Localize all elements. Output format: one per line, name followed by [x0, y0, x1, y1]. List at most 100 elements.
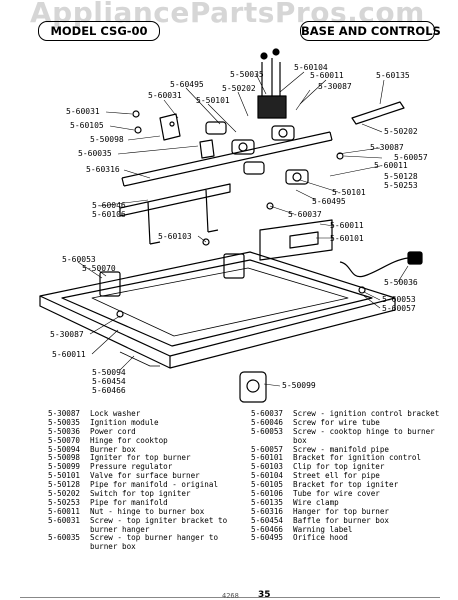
- screw-drawings: [116, 110, 366, 318]
- cooktop-hinge-drawing: [99, 253, 245, 297]
- pressure-regulator-drawing: [239, 371, 267, 403]
- part-description: Switch for top igniter: [90, 489, 191, 499]
- section-title: BASE AND CONTROLS: [300, 21, 441, 41]
- part-number: 5-30087: [48, 409, 81, 418]
- part-description: burner hanger: [90, 524, 150, 534]
- callout-label: 5-60495: [170, 80, 204, 89]
- igniter-bracket-drawing: [159, 113, 215, 159]
- part-number: 5-50035: [48, 417, 81, 427]
- part-number: 5-60103: [251, 462, 284, 472]
- part-number: 5-50101: [48, 471, 81, 481]
- callout-label: 5-60046: [92, 201, 126, 210]
- part-description: Screw - top igniter bracket to: [90, 515, 228, 525]
- part-description: Hinge for cooktop: [90, 435, 168, 445]
- part-number: 5-60466: [251, 524, 284, 534]
- callout-label: 5-60031: [66, 107, 100, 116]
- part-description: Warning label: [293, 524, 353, 534]
- part-number: 5-50094: [48, 444, 81, 454]
- page-number: 35: [258, 590, 271, 600]
- part-description: Nut - hinge to burner box: [90, 506, 205, 516]
- part-description: Ignition module: [90, 417, 159, 427]
- valve-drawings: [205, 121, 309, 185]
- part-description: Screw - cooktop hinge to burner: [293, 426, 435, 436]
- part-number: 5-60105: [251, 480, 284, 490]
- part-number: 5-50098: [48, 453, 81, 463]
- callout-label: 5-50099: [282, 381, 316, 390]
- part-number: 5-50070: [48, 435, 81, 445]
- callout-label: 5-50128: [384, 172, 418, 181]
- callout-label: 5-50253: [384, 181, 418, 190]
- part-description: Screw for wire tube: [293, 417, 380, 427]
- callout-label: 5-60035: [78, 149, 112, 158]
- callout-label: 5-60053: [62, 255, 96, 264]
- part-description: Wire clamp: [293, 497, 339, 507]
- callout-label: 5-60037: [288, 210, 322, 219]
- part-description: Burner box: [90, 444, 136, 454]
- part-number: 5-60035: [48, 533, 81, 543]
- callout-label: 5-50101: [196, 96, 230, 105]
- part-number: 5-60104: [251, 471, 284, 481]
- part-number: 5-60011: [48, 506, 81, 516]
- part-description: Power cord: [90, 426, 136, 436]
- part-description: Hanger for top burner: [293, 506, 390, 516]
- callout-label: 5-60011: [374, 161, 408, 170]
- callout-label: 5-60057: [394, 153, 428, 162]
- callout-label: 5-60031: [148, 91, 182, 100]
- footer-code: 4268: [222, 592, 239, 600]
- part-description: Pipe for manifold - original: [90, 480, 219, 490]
- callout-label: 5-50202: [384, 127, 418, 136]
- part-description: Pipe for manifold: [90, 497, 168, 507]
- callout-label: 5-60466: [92, 386, 126, 395]
- part-description: Bracket for top igniter: [293, 480, 399, 490]
- power-cord-drawing: [339, 251, 423, 278]
- callout-label: 5-30087: [50, 330, 84, 339]
- part-description: Baffle for burner box: [293, 515, 390, 525]
- part-description: Lock washer: [90, 409, 141, 418]
- part-number: 5-50253: [48, 497, 81, 507]
- part-number: 5-60037: [251, 409, 284, 418]
- callout-label: 5-60011: [330, 221, 364, 230]
- part-description: Screw - manifold pipe: [293, 444, 390, 454]
- part-description: Tube for wire cover: [293, 489, 380, 499]
- part-description: Igniter for top burner: [90, 453, 191, 463]
- part-number: 5-60106: [251, 489, 284, 499]
- part-description: burner box: [90, 542, 136, 552]
- callout-label: 5-60104: [294, 63, 328, 72]
- callout-label: 5-60105: [70, 121, 104, 130]
- burner-box-drawing: [39, 251, 396, 369]
- callout-label: 5-50098: [90, 135, 124, 144]
- part-number: 5-50036: [48, 426, 81, 436]
- footer-rule: [20, 597, 440, 598]
- part-number: 5-50202: [48, 489, 81, 499]
- part-number: 5-60046: [251, 417, 284, 427]
- ignition-bracket-drawing: [259, 219, 333, 261]
- part-number: 5-50099: [48, 462, 81, 472]
- callout-label: 5-60316: [86, 165, 120, 174]
- callout-label: 5-60057: [382, 304, 416, 313]
- part-description: Valve for surface burner: [90, 471, 200, 481]
- part-number: 5-60101: [251, 453, 284, 463]
- callout-label: 5-30087: [370, 143, 404, 152]
- callout-label: 5-60011: [310, 71, 344, 80]
- callout-label: 5-50094: [92, 368, 126, 377]
- part-description: box: [293, 435, 307, 445]
- part-description: Bracket for ignition control: [293, 453, 422, 463]
- callout-label: 5-30087: [318, 82, 352, 91]
- part-number: 5-60031: [48, 515, 81, 525]
- part-number: 5-60135: [251, 497, 284, 507]
- part-description: Orifice hood: [293, 533, 348, 543]
- ignition-module-drawing: [257, 48, 287, 119]
- callout-label: 5-50070: [82, 264, 116, 273]
- callout-label: 5-60101: [330, 234, 364, 243]
- callout-label: 5-50202: [222, 84, 256, 93]
- part-number: 5-60454: [251, 515, 284, 525]
- part-number: 5-50128: [48, 480, 81, 490]
- callout-label: 5-50036: [384, 278, 418, 287]
- model-label: MODEL CSG-00: [38, 21, 160, 41]
- callout-label: 5-60011: [52, 350, 86, 359]
- callout-label: 5-60495: [312, 197, 346, 206]
- part-description: Screw - top burner hanger to: [90, 533, 219, 543]
- part-description: Clip for top igniter: [293, 462, 385, 472]
